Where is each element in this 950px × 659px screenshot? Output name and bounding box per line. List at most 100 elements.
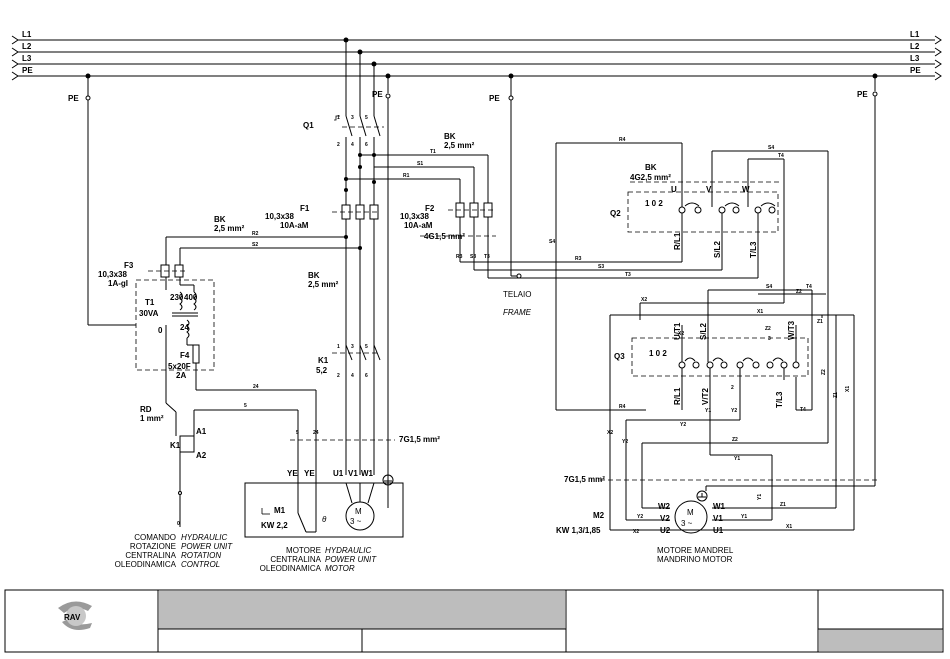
f3-rating: 1A-gI (108, 279, 128, 288)
q1-term-3: 3 (351, 115, 354, 121)
k1-term-4: 4 (351, 373, 354, 379)
f2-rating: 10A-aM (404, 221, 433, 230)
logo-text: RAV (64, 613, 81, 622)
q3-n2: 2 (731, 385, 734, 391)
pe-label-right: PE (857, 90, 868, 99)
q2-w: W (742, 185, 750, 194)
wire-z2-d: Z2 (732, 437, 738, 443)
cable-m1: 7G1,5 mm² (399, 435, 440, 444)
bk-c1: 2,5 mm² (214, 224, 245, 233)
m2-phase: 3 ~ (681, 519, 693, 528)
wire-s1-a: S1 (417, 161, 423, 167)
wire-r3-b: R3 (456, 254, 463, 260)
bus-label-l3-right: L3 (910, 54, 920, 63)
wire-r4-b: R4 (619, 404, 626, 410)
q3-m2-wiring: X2 Y2 Y2 Z2 Y1 7G1,5 mm² X1 Y2 Y1 Y1 Z1 (564, 315, 880, 531)
wire-z2-a: Z2 (796, 289, 802, 295)
q1-term-1: 1 (337, 115, 340, 121)
wire-y1-b: Y1 (734, 456, 740, 462)
wire-s3-a: S3 (598, 264, 604, 270)
k1-term-5: 5 (365, 344, 368, 350)
k1-a2: A2 (196, 451, 207, 460)
q2-ref: Q2 (610, 209, 621, 218)
f2-branch: BK 2,5 mm² T1 S1 R1 F2 10,3x38 10A-aM 4G… (346, 132, 758, 279)
control-transformer: F3 10,3x38 1A-gI 230 400 24 0 T1 30VA F4… (98, 261, 317, 527)
f4-rating: 2A (176, 371, 186, 380)
k1-ref: K1 (318, 356, 329, 365)
wire-z1-c: Z1 (780, 502, 786, 508)
wire-t3-b: T3 (484, 254, 490, 260)
f1-ref: F1 (300, 204, 310, 213)
m2-v1: V1 (713, 514, 723, 523)
wire-t4-a: T4 (778, 153, 784, 159)
supply-bus: L1 L2 L3 PE L1 L2 L3 PE (11, 30, 942, 81)
caption-2-en-3: MOTOR (325, 564, 355, 573)
m2-m: M (687, 508, 694, 517)
telaio-it: TELAIO (503, 290, 531, 299)
wire-y2-b: Y2 (622, 439, 628, 445)
bk-c2: 2,5 mm² (308, 280, 339, 289)
t1-ref: T1 (145, 298, 155, 307)
pe-label-m1: PE (372, 90, 383, 99)
caption-1-en-3: ROTATION (181, 551, 221, 560)
k1-term-6: 6 (365, 373, 368, 379)
q1-term-5: 5 (365, 115, 368, 121)
cable-m2: 7G1,5 mm² (564, 475, 605, 484)
bk-label-3: BK (444, 132, 456, 141)
m1-ref: M1 (274, 506, 286, 515)
q1-ref: Q1 (303, 121, 314, 130)
wire-y1-d: Y1 (757, 494, 763, 500)
wire-s2-a: S2 (252, 242, 258, 248)
q3-pos: 1 0 2 (649, 349, 667, 358)
m2-v2: V2 (660, 514, 670, 523)
wire-y2-c: Y2 (680, 422, 686, 428)
wire-t1-a: T1 (430, 149, 436, 155)
wire-5-a: 5 (244, 403, 247, 409)
m2-u1: U1 (713, 526, 724, 535)
k1-a1: A1 (196, 427, 207, 436)
rav-logo: RAV (58, 601, 92, 630)
captions: COMANDO ROTAZIONE CENTRALINA OLEODINAMIC… (115, 533, 734, 573)
m2-motor: M 3 ~ W2 W1 V2 V1 U2 U1 M2 KW 1,3/1,85 X… (556, 485, 875, 535)
k1-term-3: 3 (351, 344, 354, 350)
q1-main-switch: Q1 1 3 5 2 4 6 (303, 40, 384, 410)
f1-size: 10,3x38 (265, 212, 294, 221)
bus-label-l1: L1 (22, 30, 32, 39)
rd-section: 1 mm² (140, 414, 164, 423)
wire-s3-b: S3 (470, 254, 476, 260)
m1-motor: M 3 ~ YE YE U1 V1 W1 M1 KW 2,2 θ (244, 469, 404, 538)
m1-phase: 3 ~ (350, 517, 362, 526)
wire-y1-a: Y1 (705, 408, 711, 414)
m1-w1: W1 (361, 469, 374, 478)
wire-x2-a: X2 (641, 297, 647, 303)
bk-c3: 2,5 mm² (444, 141, 475, 150)
t1-230: 230 (170, 293, 184, 302)
t1-zero: 0 (158, 326, 163, 335)
k1-contactor: K1 5,2 1 3 5 2 4 6 BK 2,5 mm² 7G1,5 mm² … (290, 271, 440, 475)
caption-2-it-1: MOTORE (286, 546, 321, 555)
m1-ye2: YE (304, 469, 315, 478)
wire-x2-b: X2 (678, 331, 684, 337)
m1-ye1: YE (287, 469, 298, 478)
wire-x1-b: X1 (845, 386, 851, 392)
caption-2-it-2: CENTRALINA (270, 555, 321, 564)
caption-3-2: MANDRINO MOTOR (657, 555, 733, 564)
pe-label-left: PE (68, 94, 79, 103)
q2-selector: Q2 1 0 2 U V W R/L1 S/L2 T/L3 BK 4G2,5 m… (610, 143, 780, 278)
caption-1-en-4: CONTROL (181, 560, 220, 569)
m2-kw: KW 1,3/1,85 (556, 526, 601, 535)
q2-sl2: S/L2 (713, 241, 722, 258)
wire-s4-b: S4 (768, 145, 774, 151)
wire-t4-b: T4 (806, 284, 812, 290)
t1-24: 24 (180, 323, 189, 332)
q1-term-6: 6 (365, 142, 368, 148)
bus-label-l2-right: L2 (910, 42, 920, 51)
q3-tl3: T/L3 (775, 391, 784, 408)
wire-z2-c: Z2 (765, 326, 771, 332)
f3-ref: F3 (124, 261, 134, 270)
wire-r4-a: R4 (619, 137, 626, 143)
wire-y2-d: Y2 (637, 514, 643, 520)
wire-r3-a: R3 (575, 256, 582, 262)
k1-size: 5,2 (316, 366, 328, 375)
f2-ref: F2 (425, 204, 435, 213)
